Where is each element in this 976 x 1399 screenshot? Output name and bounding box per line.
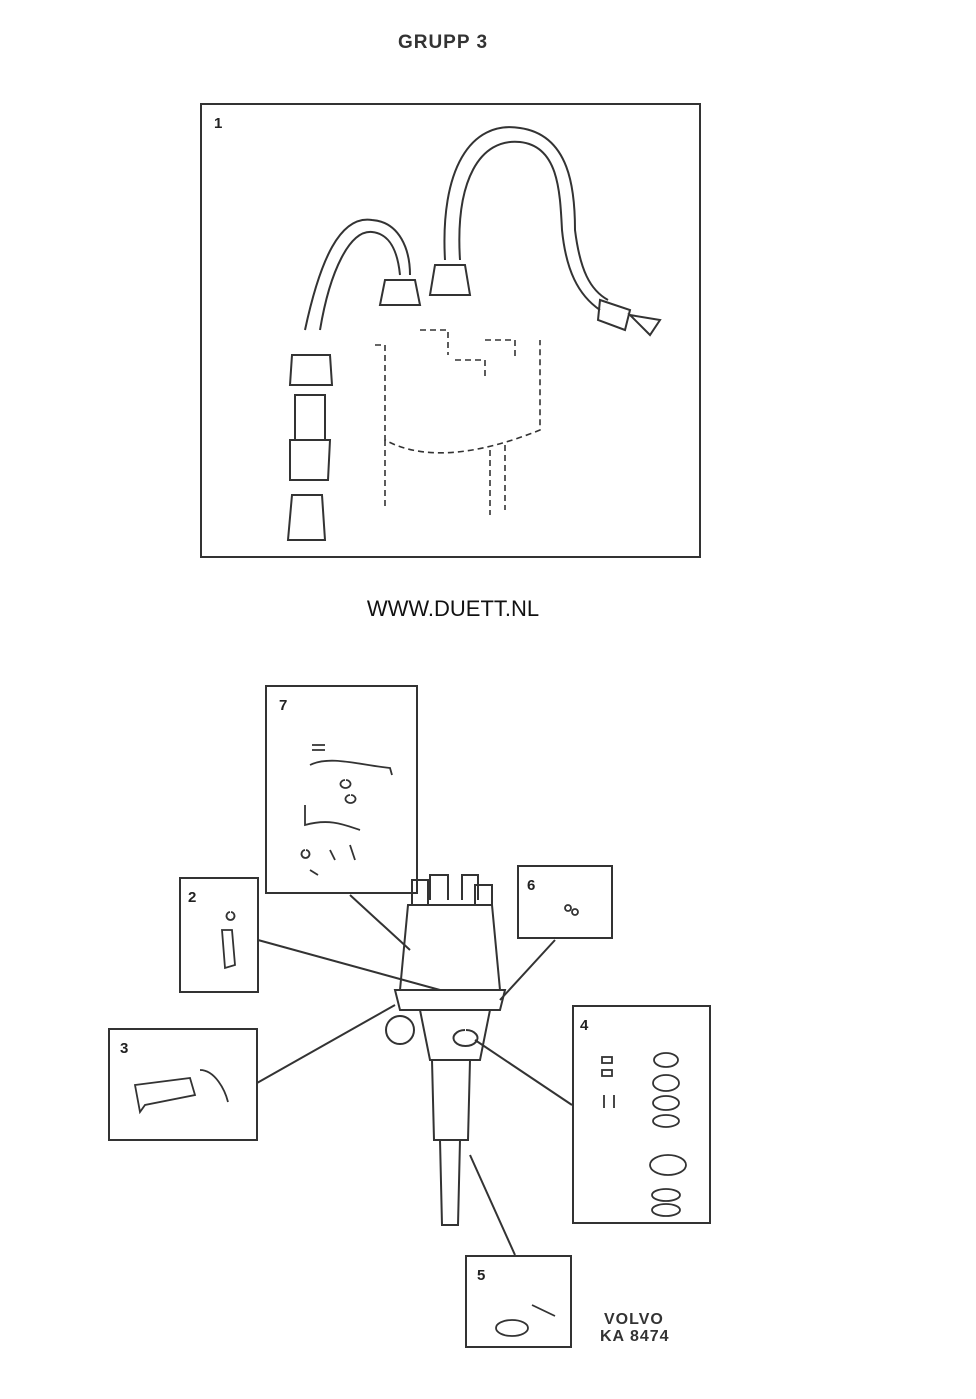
figure-3-frame: 3 [108,1028,258,1141]
page-title: GRUPP 3 [397,32,489,53]
figure-label: 5 [477,1267,486,1284]
figure-1-frame: 1 [200,103,701,558]
fig6-part [564,904,579,916]
distributor-drawing [385,874,507,1226]
fig4-parts [601,1052,687,1217]
ignition-cable-drawing [286,126,662,541]
figure-6-frame: 6 [517,865,613,939]
brand-label: VOLVO [604,1311,664,1328]
figure-label: 6 [527,877,536,894]
figure-label: 2 [188,889,197,906]
fig2-part [221,911,236,970]
figure-7-frame: 7 [265,685,418,894]
figure-label: 3 [120,1040,129,1057]
figure-label: 4 [580,1017,589,1034]
figure-4-frame: 4 [572,1005,711,1224]
website-watermark: WWW.DUETT.NL [366,596,540,621]
figure-label: 7 [279,697,288,714]
fig7-parts [300,744,393,876]
figure-label: 1 [214,115,223,132]
drawing-code: KA 8474 [600,1328,670,1345]
figure-2-frame: 2 [179,877,259,993]
leader-lines [256,894,573,1256]
fig3-part [133,1069,229,1115]
fig5-parts [495,1304,556,1337]
figure-5-frame: 5 [465,1255,572,1348]
